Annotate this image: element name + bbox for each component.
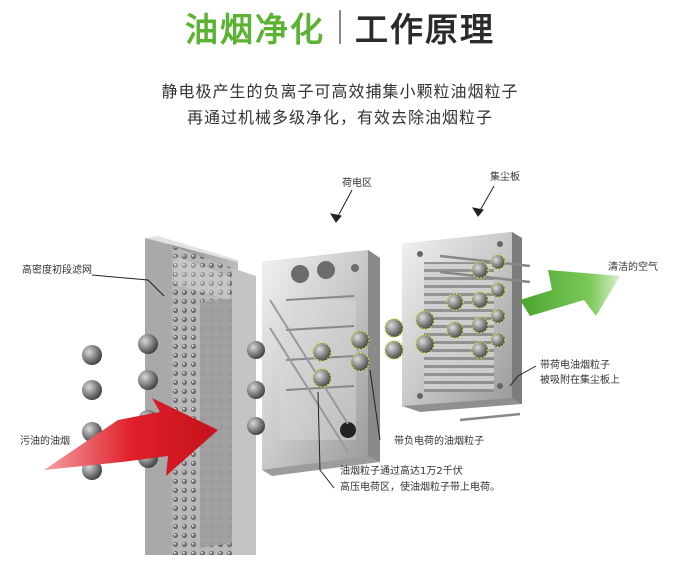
charging-zone-leader [335, 189, 353, 221]
collector-plate-label: 集尘板 [490, 170, 520, 183]
charged-particles [312, 254, 506, 388]
high-voltage-leader [317, 391, 335, 489]
dirty-air-label: 污油的油烟 [20, 434, 70, 447]
title-row: 油烟净化 工作原理 [0, 4, 680, 50]
high-voltage-label-1: 油烟粒子通过高达1万2千伏 [340, 464, 463, 477]
prefilter-label: 高密度初段滤网 [22, 263, 92, 276]
title-green: 油烟净化 [185, 10, 325, 49]
title-dark: 工作原理 [355, 10, 495, 49]
charged-particles-label-1: 带荷电油烟粒子 [540, 358, 610, 371]
subtitle-line-1: 静电极产生的负离子可高效捕集小颗粒油烟粒子 [161, 82, 519, 101]
collector-plate-block [402, 232, 531, 422]
clean-air-label: 清洁的空气 [608, 260, 658, 273]
charged-particles-label-2: 被吸附在集尘板上 [540, 373, 620, 386]
high-voltage-label-2: 高压电荷区，使油烟粒子带上电荷。 [340, 480, 500, 493]
charged-particles-leader [509, 365, 537, 387]
negative-particles-leader [369, 369, 381, 441]
clean-air-arrow [520, 270, 620, 316]
prefilter-leader [91, 274, 165, 297]
subtitle-line-2: 再通过机械多级净化，有效去除油烟粒子 [186, 108, 493, 127]
title-separator [339, 10, 341, 44]
dirty-air-arrow [44, 398, 218, 476]
charging-zone-label: 荷电区 [342, 176, 372, 189]
negative-particles-label: 带负电荷的油烟粒子 [394, 434, 484, 447]
prefilter-panel [145, 236, 256, 555]
